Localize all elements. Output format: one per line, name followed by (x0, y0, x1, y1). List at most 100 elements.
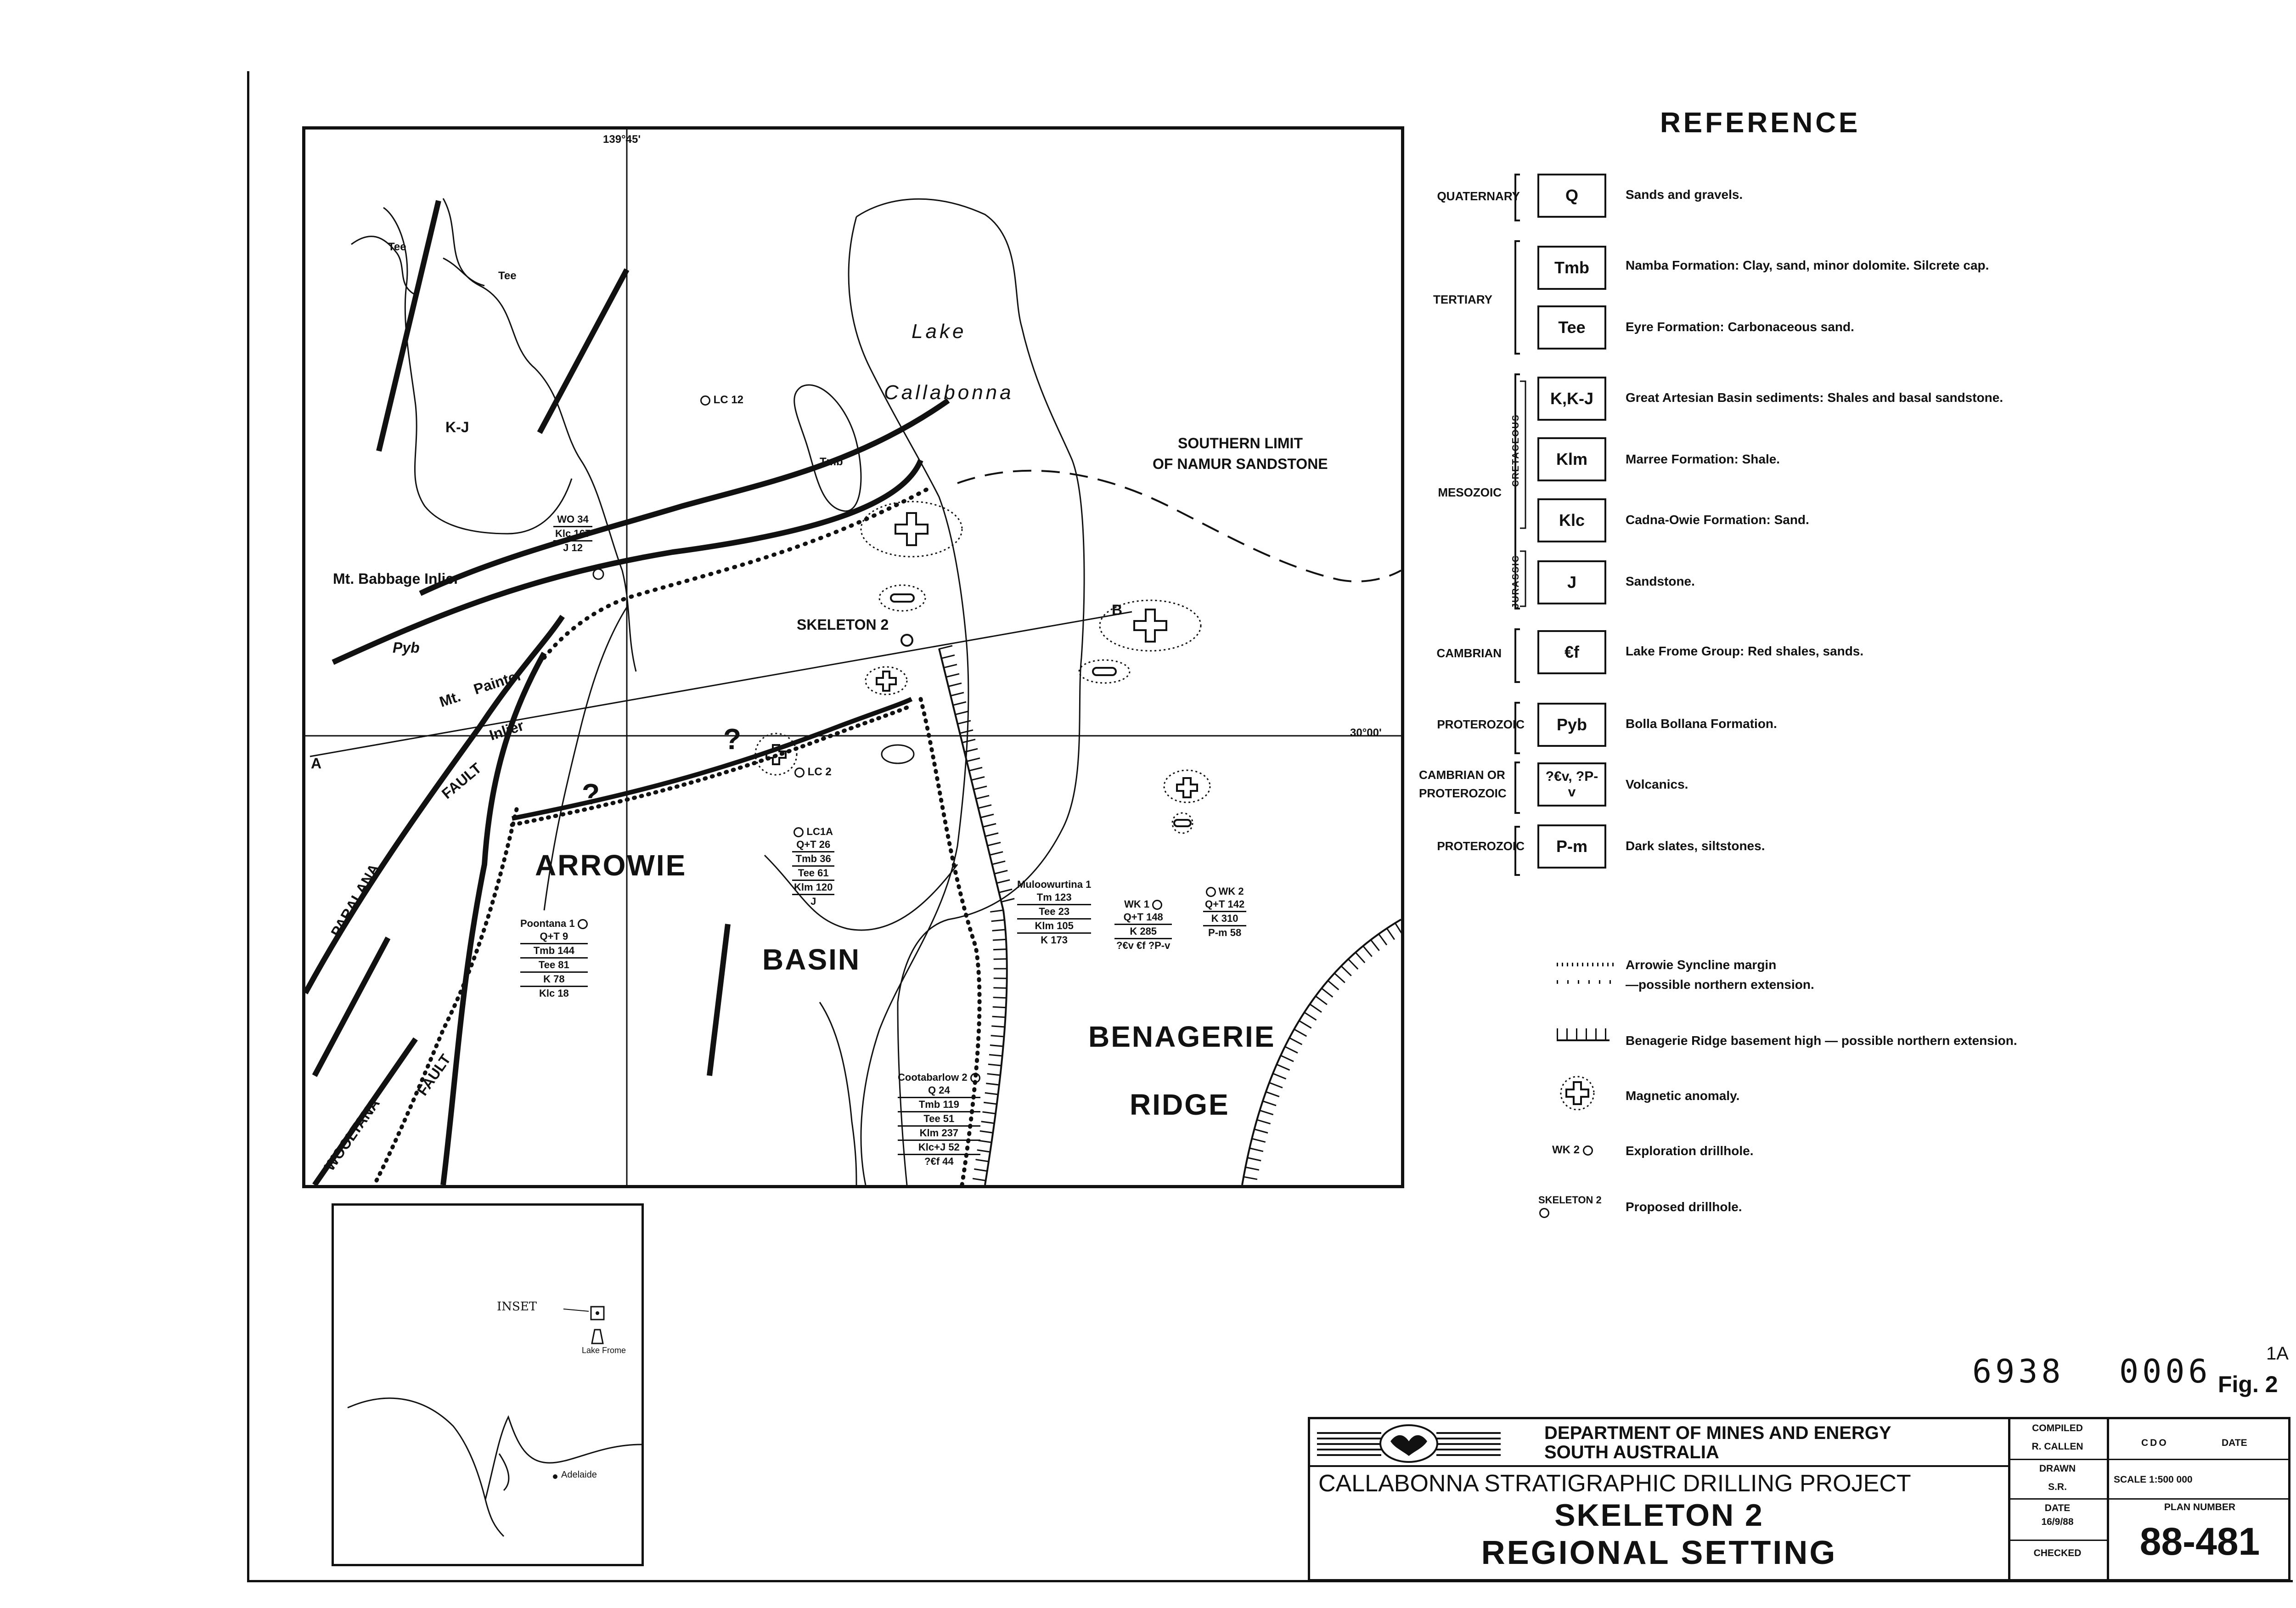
section-start-label: A (311, 755, 322, 772)
well-row: K 173 (1041, 934, 1068, 946)
legend-desc-ef: Lake Frome Group: Red shales, sands. (1626, 644, 1864, 658)
legend-desc-q: Sands and gravels. (1626, 187, 1743, 202)
well-row: Q+T 142 (1203, 898, 1247, 912)
well-name: Muloowurtina 1 (1017, 879, 1092, 890)
syncline-dots (372, 807, 519, 1185)
syncline-margin (512, 697, 913, 821)
legend-box-volcanics: ?€v, ?P-v (1537, 762, 1606, 807)
department-logo (1317, 1424, 1501, 1463)
lc12-label: LC 12 (700, 394, 743, 406)
southern-limit-label: SOUTHERN LIMIT (1178, 435, 1303, 451)
main-map: 139°45' 30°00' A B Lake Callabonna SOUTH… (302, 126, 1404, 1188)
well-wk1: WK 1 Q+T 148 K 285 ?€v €f ?P-v (1114, 898, 1172, 952)
date-column: DATE (2222, 1438, 2247, 1448)
well-wo34: WO 34 Klc 167 J 12 (553, 513, 593, 554)
sheet-number-1: 6938 (1972, 1353, 2065, 1390)
proposed-symbol (1539, 1208, 1549, 1218)
fault-line (312, 1037, 418, 1185)
unit-tmb-label: Tmb (820, 456, 843, 468)
well-row: Tmb 144 (520, 944, 588, 959)
legend-proposed: Proposed drillhole. (1626, 1200, 1742, 1214)
babbage-inlier-label: Mt. Babbage Inlier (333, 570, 460, 587)
well-row: ?€v €f ?P-v (1116, 940, 1171, 951)
department-name: DEPARTMENT OF MINES AND ENERGY (1544, 1423, 1891, 1443)
plan-number: 88-481 (2139, 1520, 2260, 1563)
title-block: DEPARTMENT OF MINES AND ENERGY SOUTH AUS… (1308, 1417, 2290, 1581)
unit-pyb-label: Pyb (393, 639, 420, 656)
namur-limit (957, 469, 1401, 582)
syncline-dots (510, 703, 914, 827)
legend-drillhole-tag: WK 2 (1552, 1144, 1593, 1157)
lake-frome-label: Lake Frome (582, 1346, 626, 1355)
well-cootabarlow: Cootabarlow 2 Q 24 Tmb 119 Tee 51 Klm 23… (898, 1071, 980, 1168)
well-name: Cootabarlow 2 (898, 1071, 980, 1084)
basin-label: BASIN (762, 943, 861, 976)
legend-syncline: Arrowie Syncline margin (1626, 958, 1777, 972)
well-row: Q 24 (898, 1084, 980, 1098)
well-row: Tee 23 (1017, 905, 1092, 920)
benagerie-label: BENAGERIE (1088, 1020, 1276, 1053)
plan-number-label: PLAN NUMBER (2164, 1502, 2236, 1512)
southern-limit-label-2: OF NAMUR SANDSTONE (1153, 456, 1328, 472)
well-row: K 78 (520, 973, 588, 987)
legend-desc-pm: Dark slates, siltstones. (1626, 839, 1765, 853)
well-row: Tee 51 (898, 1112, 980, 1127)
ridge-label: RIDGE (1130, 1088, 1230, 1121)
well-row: Tm 123 (1017, 891, 1092, 905)
legend-box-klm: Klm (1537, 437, 1606, 481)
era-tertiary: TERTIARY (1433, 293, 1492, 306)
date-label: DATE (2044, 1503, 2071, 1513)
section-line (310, 611, 1132, 757)
legend-brackets (1514, 174, 1526, 876)
unit-kj-label: K-J (445, 419, 469, 435)
inset-coastline (347, 1306, 642, 1537)
tee-outline-2 (443, 257, 485, 287)
drainage-outline (848, 216, 969, 1185)
era-cambrian: CAMBRIAN (1436, 646, 1502, 660)
scale: SCALE 1:500 000 (2114, 1474, 2193, 1485)
well-row: K 310 (1203, 912, 1247, 926)
era-mesozoic: MESOZOIC (1438, 485, 1502, 499)
compiled-value: R. CALLEN (2032, 1441, 2083, 1452)
well-row: K 285 (1114, 925, 1172, 939)
lc2-label: LC 2 (794, 766, 832, 779)
well-row: Q+T 9 (520, 930, 588, 944)
well-row: Klm 120 (792, 881, 835, 895)
well-row: Q+T 26 (792, 838, 835, 852)
latitude-label: 30°00' (1350, 727, 1382, 739)
magnetic-anomaly (754, 733, 798, 776)
well-lc1a: LC1A Q+T 26 Tmb 36 Tee 61 Klm 120 J (792, 825, 835, 908)
revision: 1A (2266, 1343, 2289, 1364)
question-mark: ? (582, 778, 602, 811)
legend-desc-pyb: Bolla Bollana Formation. (1626, 717, 1777, 731)
drawn-value: S.R. (2048, 1482, 2067, 1492)
legend-box-ef: €f (1537, 630, 1606, 674)
well-row: Klm 237 (898, 1127, 980, 1141)
well-row: Tmb 119 (898, 1098, 980, 1112)
date-value: 16/9/88 (2041, 1517, 2074, 1527)
unit-tee-label: Tee (498, 270, 517, 282)
arrowie-label: ARROWIE (535, 849, 687, 882)
checked-label: CHECKED (2033, 1548, 2082, 1558)
well-row: Klc 167 (553, 527, 593, 542)
legend-box-kkj: K,K-J (1537, 377, 1606, 421)
well-name: WK 1 (1114, 898, 1172, 911)
legend-symbols (1557, 963, 1616, 1111)
well-row: ?€f 44 (924, 1156, 954, 1167)
fault-line (332, 459, 923, 665)
wo34-marker (592, 568, 604, 580)
legend-box-pyb: Pyb (1537, 703, 1606, 747)
unit-tee-label: Tee (388, 241, 406, 253)
drawn-label: DRAWN (2039, 1463, 2076, 1474)
drawing-title-1: SKELETON 2 (1554, 1498, 1764, 1533)
ridge-line (984, 910, 1008, 1185)
lake-callabonna-outline (856, 198, 1085, 1185)
legend-box-j: J (1537, 560, 1606, 604)
legend-box-klc: Klc (1537, 498, 1606, 542)
well-row: P-m 58 (1208, 927, 1242, 938)
lake-label: Lake (912, 320, 967, 343)
era-cambrian-or: CAMBRIAN OR (1419, 768, 1505, 782)
lake-label-2: Callabonna (884, 381, 1014, 404)
well-row: Klc 18 (539, 987, 569, 999)
well-row: Tmb 36 (792, 852, 835, 867)
